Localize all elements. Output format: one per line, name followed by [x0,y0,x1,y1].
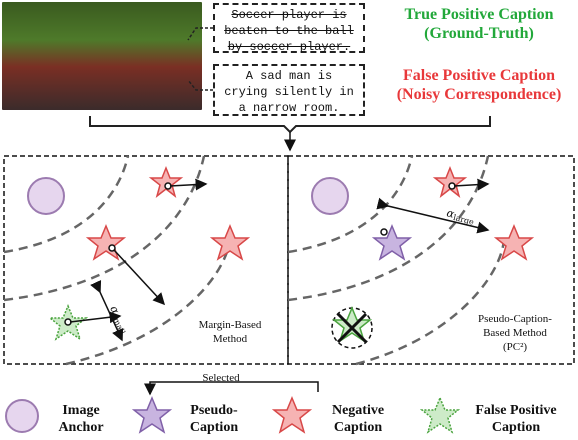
pc-panel [287,155,575,365]
heading-line: (Ground-Truth) [424,25,534,42]
legend-image-anchor-label: Image Anchor [46,402,116,436]
image-anchor [27,177,65,215]
false-positive-star [331,306,373,343]
alpha-small-arrow [90,279,124,342]
negative-caption-star [432,165,468,198]
legend-line: Negative [331,403,385,418]
alpha-small-label: αsmall [106,304,131,337]
caption-line: a narrow room. [238,101,340,115]
method-line: (PC²) [502,341,528,353]
alpha-large-arrow [376,197,490,234]
legend-line: Image [62,403,100,418]
pseudo-caption-star [371,224,413,261]
heading-line: True Positive Caption [404,6,554,23]
true-caption-box: Soccer player is beaten to the ball by s… [213,3,365,54]
legend-pseudo-caption-label: Pseudo- Caption [178,402,250,436]
margin-arrow [169,178,208,191]
soccer-photo [2,2,202,110]
discard-cross-icon [336,312,368,344]
legend-line: Caption [189,420,239,435]
caption-line: crying silently in [224,85,354,99]
false-caption-box: A sad man is crying silently in a narrow… [213,64,365,116]
connector-true [187,27,213,41]
true-positive-heading: True Positive Caption (Ground-Truth) [382,5,576,43]
selected-arrow [144,381,319,396]
connector-false [187,79,213,91]
caption-line: by soccer player. [227,40,351,54]
margin-point [380,228,388,236]
legend-line: Anchor [58,420,104,435]
selected-label: Selected [202,372,240,384]
legend-pseudo-star [131,396,173,434]
margin-method-label: Margin-Based Method [182,318,278,346]
negative-caption-star [148,165,184,198]
method-line: Margin-Based [198,319,262,331]
negative-caption-star [493,224,535,261]
legend-image-anchor [5,399,39,433]
alpha-large-label: αlarge [445,206,476,227]
pc-method-label: Pseudo-Caption- Based Method (PC²) [460,312,570,354]
boundary-arc [65,239,232,366]
legend-line: Caption [333,420,383,435]
legend-negative-caption-label: Negative Caption [318,402,398,436]
brace [89,116,491,134]
margin-point [108,244,116,252]
method-line: Method [212,333,248,345]
false-positive-heading: False Positive Caption (Noisy Correspond… [382,66,576,104]
image-anchor [311,177,349,215]
legend-line: False Positive [475,403,557,418]
legend-false-positive-caption-label: False Positive Caption [456,402,576,436]
caption-line: beaten to the ball [224,24,354,38]
heading-line: (Noisy Correspondence) [396,86,562,103]
caption-line: Soccer player is [231,8,347,22]
legend-line: Caption [491,420,541,435]
margin-arrow [453,178,490,191]
method-line: Based Method [483,327,547,339]
boundary-arc [287,155,414,254]
legend-false-positive-star [419,396,461,434]
method-line: Pseudo-Caption- [478,313,552,325]
legend-line: Pseudo- [190,403,238,418]
boundary-arc [3,155,130,254]
caption-line: A sad man is [245,69,333,83]
negative-caption-star [209,224,251,261]
legend-negative-star [271,396,313,434]
margin-arrow [113,249,166,306]
boundary-arc [355,239,506,366]
heading-line: False Positive Caption [403,67,555,84]
